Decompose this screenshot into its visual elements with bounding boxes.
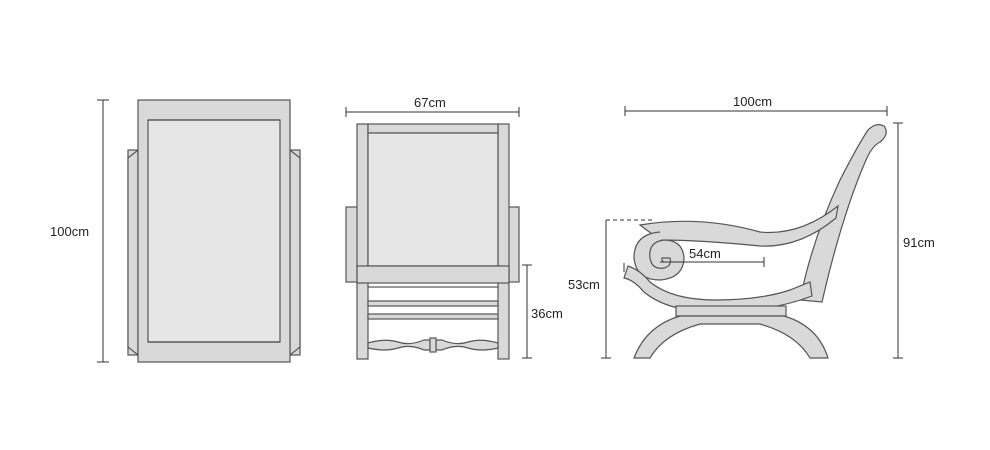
top-view-depth-dimension: 100cm: [50, 99, 109, 363]
front-view-seat-height-label: 36cm: [531, 306, 563, 321]
front-view-back-panel: [367, 132, 499, 267]
front-view-lower-slat-2: [367, 313, 499, 320]
front-view-lower-slat-1: [367, 300, 499, 307]
front-view-top-rail: [367, 123, 499, 134]
top-view-left-arm-edge: [127, 148, 139, 357]
side-view: 100cm 91cm 53cm: [568, 94, 935, 359]
front-view-seat-height-dimension: 36cm: [522, 264, 563, 359]
front-view-left-arm: [345, 206, 359, 283]
side-view-length-dimension: 100cm: [624, 94, 888, 116]
side-view-legs: [633, 315, 829, 359]
top-view: 100cm: [50, 99, 301, 363]
front-view-width-label: 67cm: [414, 95, 446, 110]
side-view-arm-height-label: 53cm: [568, 277, 600, 292]
front-view-stretcher-left: [367, 339, 431, 351]
front-view-width-dimension: 67cm: [345, 95, 520, 117]
side-view-length-label: 100cm: [733, 94, 772, 109]
side-view-arm-height-dimension: 53cm: [568, 219, 655, 359]
side-view-arm-length-dimension: 54cm: [623, 246, 765, 272]
side-view-seat-rail: [675, 305, 787, 317]
front-view-seat-rail: [356, 265, 510, 284]
top-view-depth-label: 100cm: [50, 224, 89, 239]
side-view-arm-length-label: 54cm: [689, 246, 721, 261]
front-view: 67cm 36cm: [345, 95, 563, 360]
side-view-backrest: [799, 124, 887, 303]
front-view-stretcher-right: [435, 339, 499, 351]
side-view-arm-scroll: [633, 231, 685, 281]
front-view-stretcher-center: [429, 337, 437, 353]
side-view-height-label: 91cm: [903, 235, 935, 250]
top-view-seat-panel: [147, 119, 281, 343]
side-view-arm: [638, 204, 839, 247]
side-view-seat: [623, 265, 813, 313]
front-view-left-post: [356, 123, 369, 360]
side-view-height-dimension: 91cm: [893, 122, 935, 359]
top-view-right-arm-edge: [289, 148, 301, 357]
front-view-right-post: [497, 123, 510, 360]
